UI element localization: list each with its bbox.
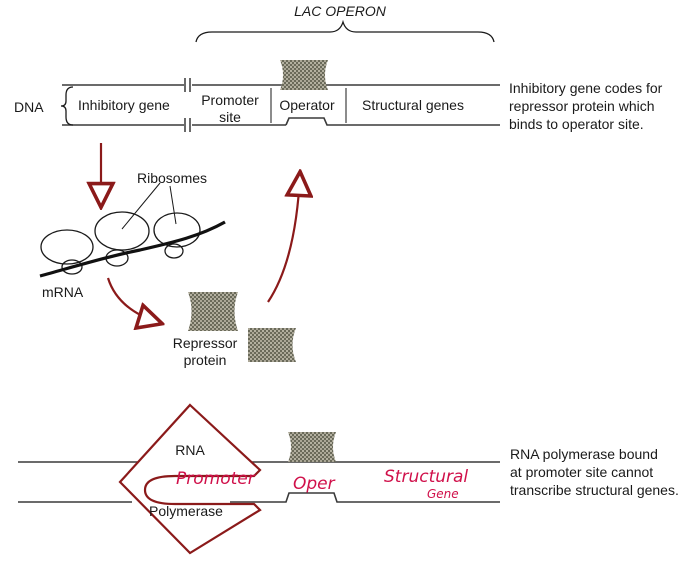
note-top-line3: binds to operator site.: [509, 116, 644, 132]
structural-genes-label: Structural genes: [362, 97, 464, 113]
rna-polymerase-shape: [118, 403, 262, 555]
note-bottom-line2: at promoter site cannot: [510, 464, 653, 480]
repressor-on-operator: [280, 60, 328, 90]
ribosome-pointer-lines: [121, 182, 177, 230]
protein-label: protein: [184, 352, 227, 368]
handwritten-promoter: Promoter: [176, 469, 256, 489]
operator-label: Operator: [279, 97, 335, 113]
operon-brace: [195, 19, 495, 43]
note-bottom-line1: RNA polymerase bound: [510, 446, 658, 462]
ribosomes-and-mrna: [40, 211, 201, 275]
rna-label: RNA: [175, 442, 205, 458]
dna-label: DNA: [14, 99, 44, 115]
handwritten-gene: Gene: [427, 487, 459, 501]
note-top-line1: Inhibitory gene codes for: [509, 80, 663, 96]
ribosomes-label: Ribosomes: [137, 170, 207, 186]
repressor-protein-icon: [248, 328, 296, 362]
note-top-line2: repressor protein which: [509, 98, 655, 114]
promoter-site-label: site: [219, 109, 241, 125]
flow-arrows: [101, 143, 300, 323]
polymerase-label: Polymerase: [149, 503, 223, 519]
repressor-on-operator-bottom: [288, 432, 336, 462]
operon-title: LAC OPERON: [294, 3, 387, 19]
inhibitory-gene-label: Inhibitory gene: [78, 97, 170, 113]
arrow-repressor-to-operator: [267, 174, 300, 303]
arrow-mrna-to-repressor: [106, 277, 160, 323]
handwritten-structural: Structural: [384, 467, 468, 487]
dna-brace: [60, 86, 74, 126]
mrna-strand: [39, 220, 226, 278]
handwritten-oper: Oper: [293, 474, 336, 494]
strand-break-marks: [184, 78, 191, 132]
note-bottom-line3: transcribe structural genes.: [510, 482, 679, 498]
promoter-label: Promoter: [201, 92, 259, 108]
repressor-label: Repressor: [173, 335, 238, 351]
mrna-label: mRNA: [42, 284, 84, 300]
dna-bottom: [18, 461, 500, 503]
dna-top: [62, 78, 500, 132]
repressor-protein-icon: [188, 292, 238, 331]
